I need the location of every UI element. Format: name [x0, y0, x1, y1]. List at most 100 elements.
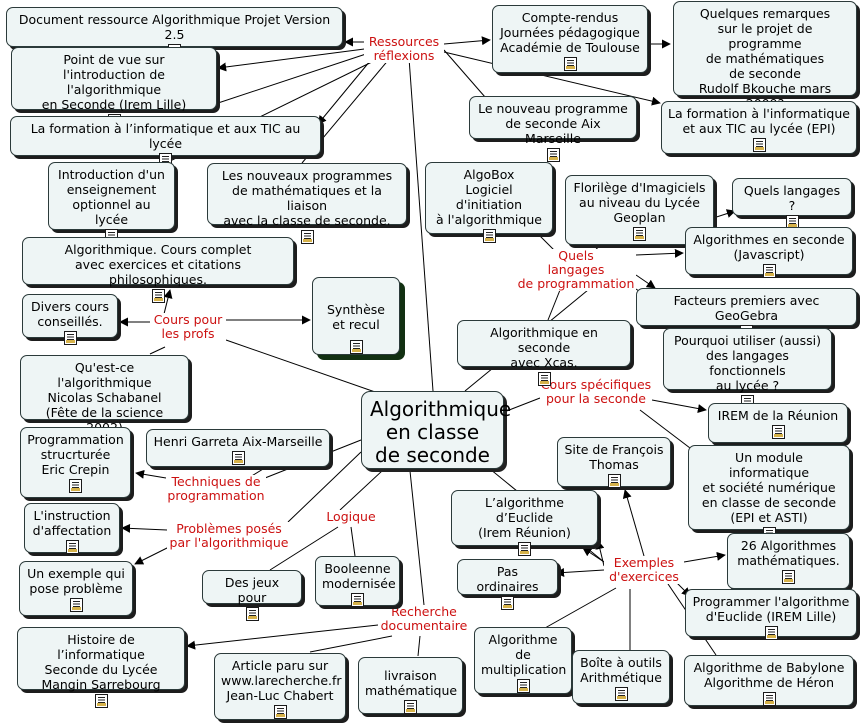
node-algo-multiplication[interactable]: Algorithme de multiplication: [474, 627, 572, 694]
connector-line: [135, 469, 167, 479]
central-topic[interactable]: Algorithmique en classe de seconde: [361, 391, 511, 469]
node-programmer-euclide[interactable]: Programmer l'algorithme d'Euclide (IREM …: [685, 589, 857, 640]
node-label: Programmation strucrturée Eric Crepin: [27, 432, 124, 477]
document-icon[interactable]: [546, 148, 560, 162]
node-label: Henri Garreta Aix-Marseille: [153, 434, 323, 449]
node-label: Les nouveaux programmes de mathématiques…: [221, 168, 393, 228]
document-icon[interactable]: [752, 138, 766, 152]
node-label: Pas ordinaires: [476, 564, 539, 594]
node-label: Florilège d'Imagiciels au niveau du Lycé…: [573, 180, 706, 225]
document-icon[interactable]: [273, 705, 287, 719]
label-ressources: Ressources réflexions: [364, 35, 444, 63]
node-nouveau-programme-aix[interactable]: Le nouveau programme de seconde Aix Mars…: [469, 96, 637, 162]
document-icon[interactable]: [762, 264, 776, 278]
label-techniques: Techniques de programmation: [166, 474, 266, 503]
connector-line: [309, 635, 393, 653]
document-icon[interactable]: [351, 593, 364, 607]
connector-line: [121, 523, 168, 533]
document-icon[interactable]: [501, 596, 514, 610]
document-icon[interactable]: [65, 540, 79, 554]
node-quest-ce[interactable]: Qu'est-ce l'algorithmique Nicolas Schaba…: [20, 355, 189, 451]
node-euclide-reunion[interactable]: L’algorithme d’Euclide (Irem Réunion): [451, 490, 598, 556]
node-label: Document ressource Algorithmique Projet …: [18, 12, 331, 42]
node-algo-cours-complet[interactable]: Algorithmique. Cours complet avec exerci…: [22, 237, 294, 303]
connector-line: [683, 551, 726, 563]
node-prog-structuree[interactable]: Programmation strucrturée Eric Crepin: [20, 427, 131, 498]
connector-line: [186, 624, 379, 650]
node-babylone[interactable]: Algorithme de Babylone Algorithme de Hér…: [684, 655, 854, 706]
node-site-thomas[interactable]: Site de François Thomas: [557, 437, 671, 488]
document-icon[interactable]: [69, 479, 82, 493]
document-icon[interactable]: [782, 570, 795, 584]
connector-line: [503, 397, 541, 413]
document-icon[interactable]: [537, 372, 551, 386]
node-pas-ordinaires[interactable]: Pas ordinaires: [457, 559, 558, 610]
node-quels-langages[interactable]: Quels langages ?: [732, 178, 852, 229]
document-icon[interactable]: [63, 331, 77, 345]
node-algos-seconde-js[interactable]: Algorithmes en seconde (Javascript): [685, 227, 853, 278]
node-label: Pourquoi utiliser (aussi) des langages f…: [674, 333, 821, 393]
document-icon[interactable]: [633, 227, 646, 241]
document-icon[interactable]: [151, 289, 165, 303]
connector-line: [639, 409, 691, 449]
node-doc-ressource[interactable]: Document ressource Algorithmique Projet …: [6, 7, 343, 58]
document-icon[interactable]: [563, 57, 577, 71]
node-irem-reunion[interactable]: IREM de la Réunion: [708, 403, 848, 443]
connector-line: [217, 47, 373, 72]
node-instruction-affectation[interactable]: L'instruction d'affectation: [24, 503, 120, 554]
node-pourquoi-utiliser[interactable]: Pourquoi utiliser (aussi) des langages f…: [663, 328, 832, 409]
node-algobox[interactable]: AlgoBox Logiciel d'initiation à l'algori…: [425, 162, 553, 243]
node-synthese[interactable]: Synthèse et recul: [312, 277, 400, 355]
node-point-de-vue[interactable]: Point de vue sur l'introduction de l'alg…: [11, 47, 217, 128]
connector-line: [417, 635, 421, 657]
connector-line: [635, 248, 684, 258]
node-label: IREM de la Réunion: [717, 408, 839, 423]
node-quelques-remarques[interactable]: Quelques remarques sur le projet de prog…: [673, 1, 857, 127]
node-module-info[interactable]: Un module informatique et société numéri…: [688, 445, 850, 541]
node-florilege[interactable]: Florilège d'Imagiciels au niveau du Lycé…: [565, 175, 714, 245]
node-henri-garreta[interactable]: Henri Garreta Aix-Marseille: [146, 429, 330, 467]
node-formation-tic[interactable]: La formation à l’informatique et aux TIC…: [10, 116, 321, 167]
node-histoire-info[interactable]: Histoire de l’informatique Seconde du Ly…: [17, 627, 185, 708]
node-exemple-probleme[interactable]: Un exemple qui pose problème: [19, 561, 133, 616]
document-icon[interactable]: [69, 598, 83, 612]
node-divers-cours[interactable]: Divers cours conseillés.: [22, 294, 118, 345]
document-icon[interactable]: [614, 687, 628, 701]
node-compte-rendus[interactable]: Compte-rendus Journées pédagogique Acadé…: [492, 5, 648, 73]
node-formation-epi[interactable]: La formation à l'informatique et aux TIC…: [661, 101, 857, 154]
node-label: Algorithme de multiplication: [481, 632, 567, 677]
document-icon[interactable]: [349, 340, 363, 354]
node-nouveaux-programmes[interactable]: Les nouveaux programmes de mathématiques…: [207, 163, 407, 244]
node-label: Site de François Thomas: [564, 442, 664, 472]
node-boite-outils[interactable]: Boîte à outils Arithmétique: [572, 650, 670, 704]
connector-line: [443, 49, 486, 98]
node-label: Facteurs premiers avec GeoGebra: [673, 293, 820, 323]
node-booleenne[interactable]: Booleenne modernisée: [315, 556, 400, 607]
node-jeux-pour[interactable]: Des jeux pour: [202, 570, 302, 621]
document-icon[interactable]: [94, 694, 108, 708]
document-icon[interactable]: [482, 229, 496, 243]
node-label: Algorithmique. Cours complet avec exerci…: [64, 242, 252, 287]
document-icon[interactable]: [518, 542, 531, 556]
document-icon[interactable]: [762, 692, 776, 706]
document-icon[interactable]: [231, 451, 245, 465]
node-label: Des jeux pour: [224, 575, 280, 605]
document-icon[interactable]: [300, 230, 314, 244]
document-icon[interactable]: [771, 425, 785, 439]
node-algos-26[interactable]: 26 Algorithmes mathématiques.: [727, 533, 850, 589]
node-facteurs-premiers[interactable]: Facteurs premiers avec GeoGebra: [636, 288, 857, 339]
connector-line: [205, 51, 373, 109]
node-intro-enseignement[interactable]: Introduction d'un enseignement optionnel…: [48, 162, 175, 243]
document-icon[interactable]: [245, 607, 259, 621]
document-icon[interactable]: [516, 679, 530, 693]
document-icon[interactable]: [764, 626, 778, 640]
node-article-recherche[interactable]: Article paru sur www.larecherche.fr Jean…: [214, 653, 346, 720]
node-livraison[interactable]: livraison mathématique: [358, 657, 463, 714]
document-icon[interactable]: [404, 700, 417, 714]
node-label: Algorithme de Babylone Algorithme de Hér…: [693, 660, 845, 690]
document-icon[interactable]: [607, 474, 621, 488]
node-algo-xcas[interactable]: Algorithmique en seconde avec Xcas.: [457, 320, 631, 386]
connector-line: [443, 51, 661, 106]
label-recherche: Recherche documentaire: [378, 605, 470, 633]
node-label: Point de vue sur l'introduction de l'alg…: [41, 52, 187, 112]
